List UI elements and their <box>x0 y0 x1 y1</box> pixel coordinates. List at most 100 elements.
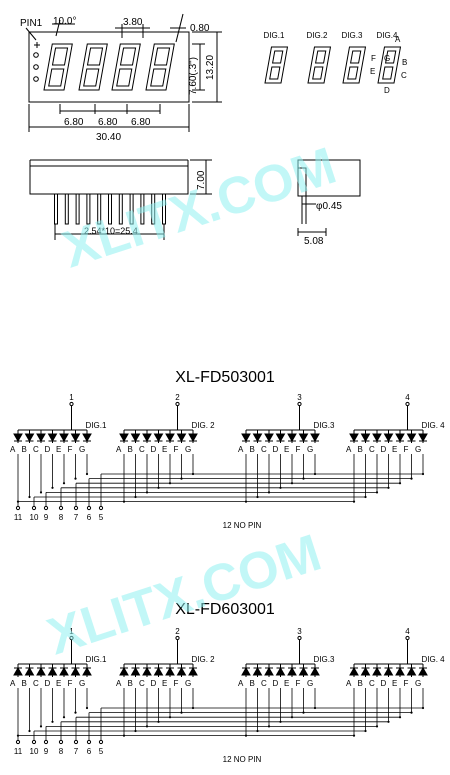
junction-dot <box>290 482 294 485</box>
junction-dot <box>168 716 172 719</box>
digit-label: DIG. 2 <box>192 421 216 430</box>
side-view-pin <box>97 193 102 225</box>
diode-symbol <box>252 433 263 443</box>
diode-symbol <box>59 433 69 443</box>
bottom-pin-number: 7 <box>74 747 79 756</box>
segment-label-d: D <box>381 445 387 454</box>
digit-outline <box>307 46 332 84</box>
diode-symbol <box>153 433 164 443</box>
segment-label-d: D <box>151 445 157 454</box>
junction-dot <box>134 495 137 499</box>
segment-letter-b: B <box>402 58 407 67</box>
junction-dot <box>279 720 282 723</box>
pin-terminal <box>405 635 410 641</box>
common-pin-number: 2 <box>175 627 180 636</box>
digit-outline <box>78 43 108 91</box>
digit-outline <box>111 43 141 91</box>
junction-dot <box>191 472 195 476</box>
segment-label-c: C <box>261 445 267 454</box>
segment-label-a: A <box>116 679 122 688</box>
pin-terminal <box>175 635 180 641</box>
digit-upper-hole <box>119 47 137 66</box>
junction-dot <box>168 482 172 485</box>
diode-symbol <box>188 433 198 443</box>
diode-symbol <box>418 433 428 443</box>
junction-dot <box>364 495 367 499</box>
segment-label-f: F <box>404 445 409 454</box>
diode-symbol <box>298 433 309 443</box>
segment-label-d: D <box>273 679 279 688</box>
digit-upper-hole <box>315 50 327 64</box>
bottom-pin-number: 6 <box>87 747 92 756</box>
bottom-pin-number: 11 <box>14 513 23 522</box>
segment-label-f: F <box>296 679 301 688</box>
diode-symbol <box>36 666 46 676</box>
segment-letter-d: D <box>384 86 390 95</box>
segment-label-b: B <box>128 445 133 454</box>
pin-terminal <box>15 739 21 745</box>
segment-map-digit-label: DIG.3 <box>342 31 363 40</box>
diode-symbol <box>24 433 35 443</box>
junction-dot <box>145 725 149 728</box>
diode-symbol <box>47 666 58 676</box>
diode-symbol <box>287 666 297 676</box>
junction-dot <box>122 734 126 737</box>
digit-lower-hole <box>83 68 100 87</box>
segment-label-g: G <box>415 445 421 454</box>
diode-symbol <box>383 433 394 443</box>
junction-dot <box>180 477 183 480</box>
junction-dot <box>352 500 356 503</box>
pin-terminal <box>69 635 74 641</box>
junction-dot <box>51 720 54 723</box>
display-body-outline <box>28 31 190 103</box>
digit-lower-hole <box>269 66 281 80</box>
segment-label-g: G <box>307 679 313 688</box>
side-view-pin <box>86 193 91 225</box>
top-view-digits <box>43 43 175 91</box>
junction-dot <box>364 729 367 733</box>
bottom-pin-number: 11 <box>14 747 23 756</box>
segment-letter-c: C <box>401 71 407 80</box>
junction-dot <box>375 491 379 494</box>
pin-dot <box>33 64 39 70</box>
diode-symbol <box>418 666 428 676</box>
segment-label-b: B <box>128 679 133 688</box>
junction-dot <box>39 491 43 494</box>
top-view-digit <box>43 43 73 91</box>
junction-dot <box>267 491 271 494</box>
bottom-pin-number: 5 <box>99 513 104 522</box>
junction-dot <box>180 711 183 714</box>
segment-label-g: G <box>185 445 191 454</box>
pin-terminal <box>31 739 37 745</box>
digit-outline <box>43 43 73 91</box>
segment-label-c: C <box>33 445 39 454</box>
digit-upper-hole <box>51 47 69 66</box>
pin-spacing-dimension: 2.54*10=25.4 <box>84 226 138 236</box>
diode-symbol <box>298 666 309 676</box>
pin-dot <box>33 52 39 58</box>
digit-lower-hole <box>382 66 394 80</box>
junction-dot <box>85 706 89 710</box>
diode-symbol <box>372 666 382 676</box>
common-pin-number: 1 <box>69 393 74 402</box>
segment-label-d: D <box>151 679 157 688</box>
digit-upper-hole <box>385 50 397 64</box>
pin-dot <box>33 76 39 82</box>
diode-symbol <box>395 433 405 443</box>
digit-lower-hole <box>116 68 133 87</box>
segment-label-f: F <box>174 679 179 688</box>
segment-label-d: D <box>273 445 279 454</box>
bottom-pin-number: 5 <box>99 747 104 756</box>
bottom-pin-number: 10 <box>30 747 39 756</box>
digit-upper-hole <box>350 50 362 64</box>
junction-dot <box>302 477 305 480</box>
segment-letter-f: F <box>371 54 376 63</box>
digit-lower-hole <box>312 66 324 80</box>
segment-label-e: E <box>392 679 397 688</box>
diode-symbol <box>142 666 152 676</box>
side-view-front <box>29 159 212 240</box>
digit-outline <box>377 46 402 84</box>
junction-dot <box>313 472 317 476</box>
